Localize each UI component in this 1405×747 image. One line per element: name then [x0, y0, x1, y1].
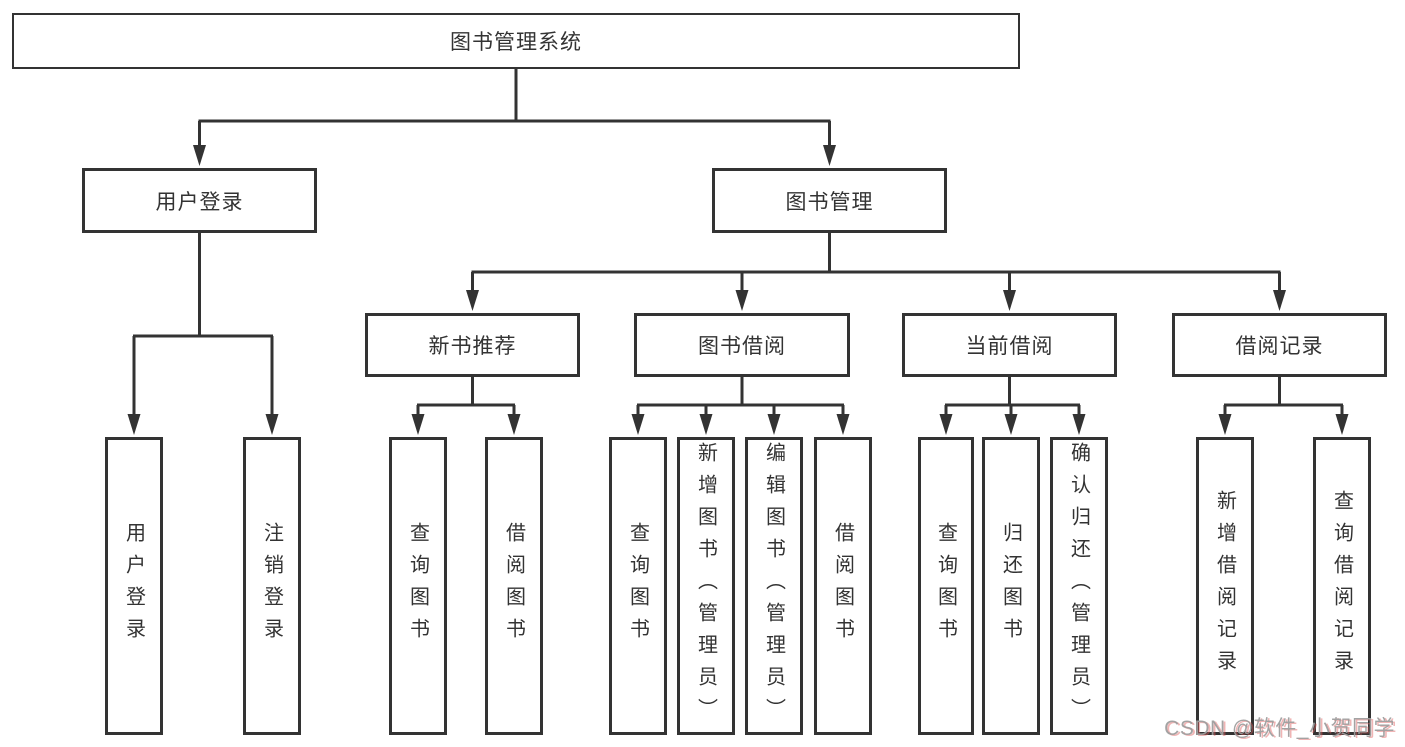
arrowhead-icon: [939, 414, 953, 435]
node-borrowing-records: 借阅记录: [1172, 313, 1387, 377]
node-query-borrowing-record: 查询借阅记录: [1313, 437, 1371, 735]
node-current-borrowing: 当前借阅: [902, 313, 1117, 377]
node-label: 用户登录: [122, 522, 145, 650]
node-label: 新增图书（管理员）: [694, 442, 717, 730]
arrowhead-icon: [466, 290, 479, 311]
node-label: 确认归还（管理员）: [1067, 442, 1090, 730]
node-query-books: 查询图书: [389, 437, 447, 735]
node-add-borrowing-record: 新增借阅记录: [1196, 437, 1254, 735]
node-label: 编辑图书（管理员）: [762, 442, 785, 730]
node-label: 新书推荐: [428, 335, 517, 358]
node-label: 借阅记录: [1235, 335, 1324, 358]
node-new-book-recommendation: 新书推荐: [365, 313, 580, 377]
node-label: 注销登录: [260, 522, 283, 650]
node-book-borrowing: 图书借阅: [634, 313, 850, 377]
arrowhead-icon: [1218, 414, 1232, 435]
node-label: 归还图书: [999, 522, 1022, 650]
node-user-login-action: 用户登录: [105, 437, 163, 735]
node-label: 图书管理: [785, 190, 874, 214]
node-label: 图书借阅: [698, 335, 786, 358]
node-borrow-books: 借阅图书: [485, 437, 543, 735]
node-borrow-books: 借阅图书: [814, 437, 872, 735]
node-logout-action: 注销登录: [243, 437, 301, 735]
node-label: 查询借阅记录: [1330, 490, 1353, 682]
arrowhead-icon: [127, 414, 141, 435]
arrowhead-icon: [507, 414, 521, 435]
node-label: 借阅图书: [502, 522, 525, 650]
arrowhead-icon: [1004, 414, 1018, 435]
arrowhead-icon: [699, 414, 713, 435]
arrowhead-icon: [767, 414, 781, 435]
node-library-management-system: 图书管理系统: [12, 13, 1020, 69]
node-label: 查询图书: [406, 522, 429, 650]
node-label: 当前借阅: [965, 335, 1054, 358]
arrowhead-icon: [1273, 290, 1286, 311]
node-query-books: 查询图书: [918, 437, 974, 735]
arrowhead-icon: [836, 414, 850, 435]
node-book-management: 图书管理: [712, 168, 947, 233]
node-label: 用户登录: [155, 190, 244, 214]
arrowhead-icon: [265, 414, 279, 435]
arrowhead-icon: [631, 414, 645, 435]
arrowhead-icon: [1072, 414, 1086, 435]
arrowhead-icon: [193, 145, 206, 166]
node-label: 查询图书: [934, 522, 957, 650]
arrowhead-icon: [1335, 414, 1349, 435]
node-add-books-admin: 新增图书（管理员）: [677, 437, 735, 735]
node-label: 借阅图书: [831, 522, 854, 650]
node-return-books: 归还图书: [982, 437, 1040, 735]
node-label: 新增借阅记录: [1213, 490, 1236, 682]
node-confirm-return-admin: 确认归还（管理员）: [1050, 437, 1108, 735]
node-label: 图书管理系统: [450, 31, 582, 54]
arrowhead-icon: [823, 145, 836, 166]
arrowhead-icon: [411, 414, 425, 435]
node-query-books: 查询图书: [609, 437, 667, 735]
watermark-text: CSDN @软件_小贺同学: [1164, 717, 1395, 740]
node-user-login: 用户登录: [82, 168, 317, 233]
arrowhead-icon: [735, 290, 749, 311]
arrowhead-icon: [1003, 290, 1016, 311]
node-edit-books-admin: 编辑图书（管理员）: [745, 437, 803, 735]
node-label: 查询图书: [626, 522, 649, 650]
